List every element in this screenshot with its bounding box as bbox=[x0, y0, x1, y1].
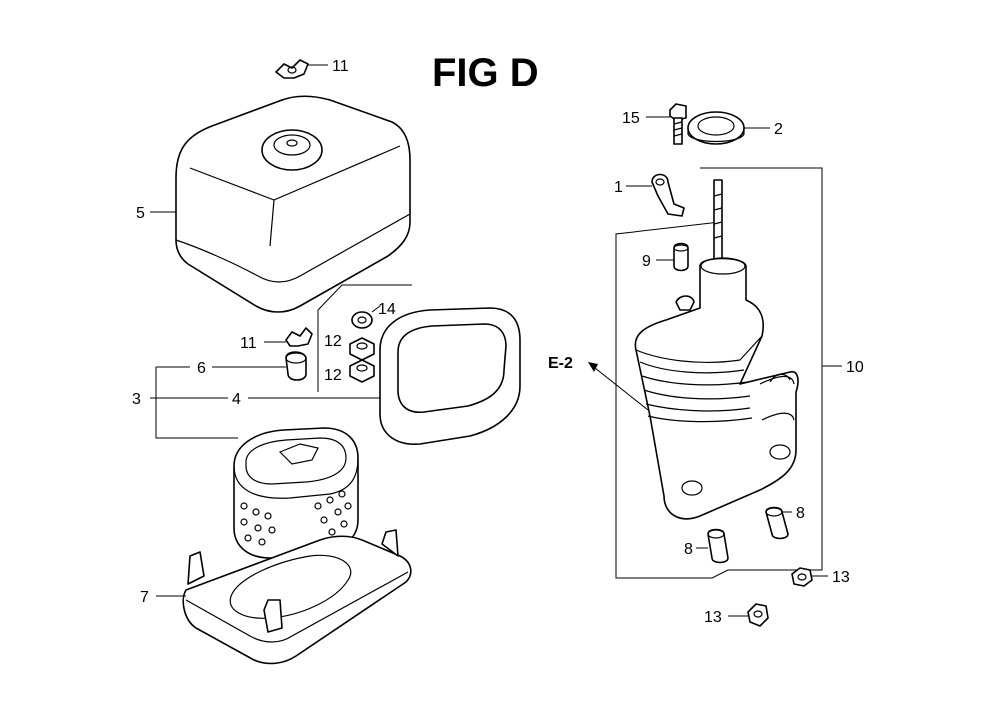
nut-13-right bbox=[791, 567, 813, 587]
callout-11-middle: 11 bbox=[240, 335, 257, 352]
callout-8-right: 8 bbox=[796, 505, 805, 522]
paper-element-3 bbox=[233, 427, 359, 559]
bracket-1 bbox=[651, 173, 685, 217]
gasket-2 bbox=[687, 111, 745, 145]
callout-3: 3 bbox=[132, 391, 141, 408]
air-cleaner-base-7 bbox=[182, 529, 412, 665]
nut-13-left bbox=[747, 603, 769, 627]
nut-12-upper bbox=[349, 337, 375, 361]
callout-2: 2 bbox=[774, 121, 783, 138]
callout-12-lower: 12 bbox=[324, 367, 342, 384]
callout-14: 14 bbox=[378, 301, 396, 318]
callout-1: 1 bbox=[614, 179, 623, 196]
bolt-15 bbox=[669, 103, 687, 145]
wing-nut-top bbox=[275, 59, 309, 79]
figure-title: FIG D bbox=[432, 51, 539, 95]
wing-nut-middle bbox=[285, 327, 313, 347]
sleeve-9 bbox=[673, 242, 689, 272]
callout-5: 5 bbox=[136, 205, 145, 222]
callout-6: 6 bbox=[197, 360, 206, 377]
air-cleaner-cover bbox=[175, 95, 411, 313]
callout-4: 4 bbox=[232, 391, 241, 408]
nut-12-lower bbox=[349, 359, 375, 383]
callout-11-top: 11 bbox=[332, 58, 349, 75]
grommet-6 bbox=[285, 351, 307, 381]
callout-15: 15 bbox=[622, 110, 640, 127]
reference-e2: E-2 bbox=[548, 355, 573, 372]
callout-10: 10 bbox=[846, 359, 864, 376]
callout-8-left: 8 bbox=[684, 541, 693, 558]
dowel-8-right bbox=[765, 506, 789, 540]
dowel-8-left bbox=[707, 528, 729, 564]
callout-7: 7 bbox=[140, 589, 149, 606]
intake-elbow-10 bbox=[634, 179, 799, 520]
foam-filter-4 bbox=[379, 307, 521, 445]
washer-14 bbox=[351, 311, 373, 329]
callout-13-right: 13 bbox=[832, 569, 850, 586]
callout-13-left: 13 bbox=[704, 609, 722, 626]
callout-9: 9 bbox=[642, 253, 651, 270]
callout-12-upper: 12 bbox=[324, 333, 342, 350]
